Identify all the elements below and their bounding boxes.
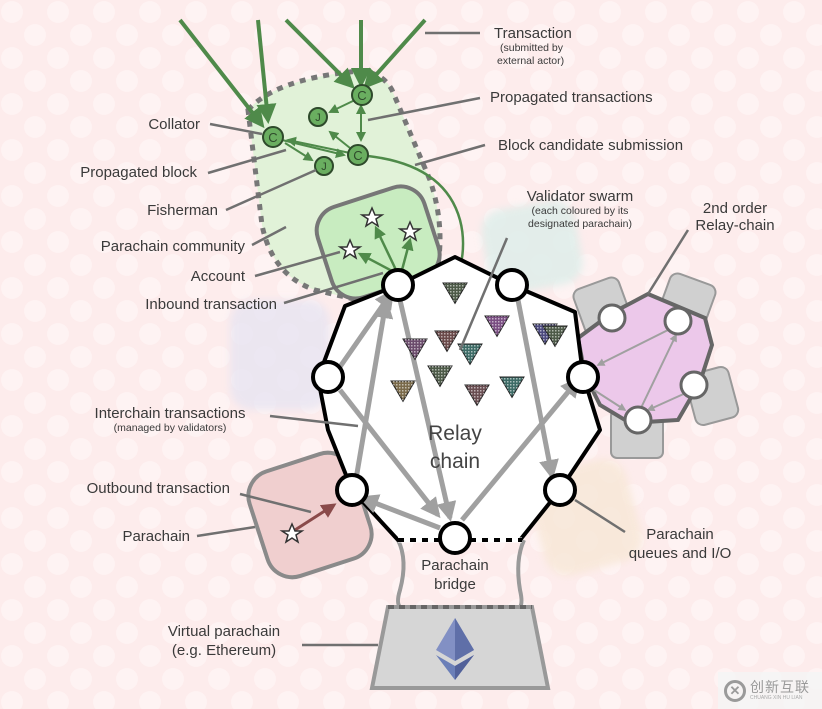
label-account: Account xyxy=(190,268,245,285)
label-relay-line1: Relay xyxy=(428,422,482,445)
label-interchain-sub: (managed by validators) xyxy=(113,422,227,434)
label-interchain-transactions: Interchain transactions (managed by vali… xyxy=(70,405,270,435)
label-collator: Collator xyxy=(148,116,200,133)
validator-node xyxy=(311,360,345,394)
star-icon xyxy=(397,220,423,242)
fisherman-node-2: J xyxy=(314,156,334,176)
label-parachain-queues: Parachain queues and I/O xyxy=(615,526,745,562)
label-relay-line2: chain xyxy=(429,450,481,473)
interchain-transaction-arrows xyxy=(332,288,581,531)
validator-triangle-pattern xyxy=(465,385,489,406)
watermark-subtext: CHUANG XIN HU LIAN xyxy=(750,695,803,701)
watermark-text: 创新互联 xyxy=(750,679,810,695)
propagation-arrows xyxy=(281,99,366,162)
label-relay-chain: Relay chain xyxy=(405,420,505,476)
label-validator-swarm: Validator swarm (each coloured by its de… xyxy=(510,188,650,231)
validator-node xyxy=(381,268,415,302)
account-stars xyxy=(279,206,423,544)
label-propagated-transactions: Propagated transactions xyxy=(490,89,653,106)
label-transaction: Transaction (submitted by external actor… xyxy=(494,25,572,68)
validator-triangle-pattern xyxy=(443,283,467,304)
label-fisherman: Fisherman xyxy=(147,202,218,219)
collator-node-1: C xyxy=(262,126,284,148)
label-parachain: Parachain xyxy=(122,528,190,545)
svg-text:J: J xyxy=(315,112,321,124)
label-block-candidate-submission: Block candidate submission xyxy=(498,137,684,154)
label-transaction-sub1: (submitted by xyxy=(500,42,564,54)
validator-triangle-pattern xyxy=(391,381,415,402)
label-virtual-line1: Virtual parachain xyxy=(167,623,281,640)
label-inbound-transaction: Inbound transaction xyxy=(145,296,277,313)
validator-node xyxy=(566,360,600,394)
collator-node-3: C xyxy=(347,144,369,166)
label-virtual-line2: (e.g. Ethereum) xyxy=(171,642,277,659)
label-bridge-line2: bridge xyxy=(434,576,476,593)
label-validator-swarm-sub1: (each coloured by its xyxy=(531,205,629,217)
label-parachain-bridge: Parachain bridge xyxy=(405,557,505,593)
svg-text:J: J xyxy=(321,161,327,173)
validator-triangle-pattern xyxy=(500,377,524,398)
second-order-relay-chain xyxy=(572,272,740,459)
ethereum-icon xyxy=(436,618,474,680)
validator-nodes xyxy=(311,268,600,555)
validator-triangle-pattern xyxy=(458,344,482,365)
label-second-order-line2: Relay-chain xyxy=(695,217,775,234)
fisherman-node-1: J xyxy=(308,107,328,127)
svg-text:C: C xyxy=(268,130,277,145)
label-queues-line1: Parachain xyxy=(646,526,714,543)
label-interchain-title: Interchain transactions xyxy=(94,405,246,422)
label-validator-swarm-sub2: designated parachain) xyxy=(528,218,632,230)
account-arrows xyxy=(357,225,414,274)
star-icon xyxy=(337,238,363,260)
validator-node xyxy=(438,521,472,555)
label-transaction-title: Transaction xyxy=(494,25,572,42)
validator-node xyxy=(335,473,369,507)
bridge-left-edge xyxy=(396,539,406,609)
validator-node xyxy=(543,473,577,507)
ghost-parachain-left xyxy=(230,300,330,410)
label-second-order-line1: 2nd order xyxy=(702,200,768,217)
leader-lines xyxy=(196,31,690,647)
label-validator-swarm-title: Validator swarm xyxy=(526,188,634,205)
collator-node-2: C xyxy=(351,84,373,106)
validator-triangle-pattern xyxy=(403,339,427,360)
validator-triangle-pattern xyxy=(435,331,459,352)
validator-triangle-pattern xyxy=(543,326,567,347)
validator-triangle-pattern xyxy=(485,316,509,337)
label-propagated-block: Propagated block xyxy=(80,164,197,181)
label-queues-line2: queues and I/O xyxy=(628,545,732,562)
svg-text:C: C xyxy=(357,88,366,103)
svg-text:C: C xyxy=(353,148,362,163)
label-virtual-parachain: Virtual parachain (e.g. Ethereum) xyxy=(150,623,298,659)
star-icon xyxy=(359,206,385,228)
label-transaction-sub2: external actor) xyxy=(497,55,565,67)
label-parachain-community: Parachain community xyxy=(100,238,245,255)
label-outbound-transaction: Outbound transaction xyxy=(86,480,230,497)
incoming-transaction-arrows xyxy=(178,18,427,129)
bridge-right-edge xyxy=(516,539,526,609)
validator-node xyxy=(495,268,529,302)
label-second-order-relay-chain: 2nd order Relay-chain xyxy=(680,200,790,234)
validator-swarm xyxy=(390,282,568,407)
watermark-logo-icon: ✕ xyxy=(724,679,746,702)
validator-triangle-pattern xyxy=(428,366,452,387)
star-icon xyxy=(279,522,305,544)
watermark: ✕ 创新互联 CHUANG XIN HU LIAN xyxy=(718,672,822,709)
label-bridge-line1: Parachain xyxy=(421,557,489,574)
